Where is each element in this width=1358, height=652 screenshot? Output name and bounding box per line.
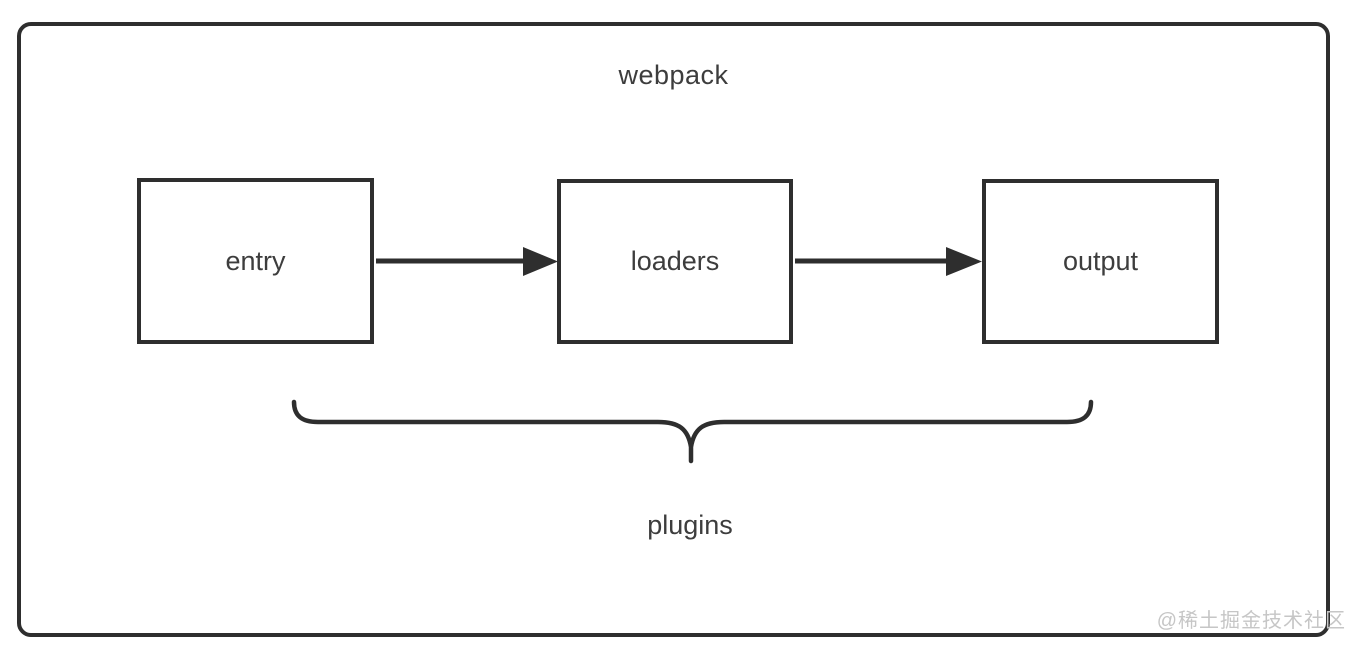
node-loaders: loaders bbox=[557, 179, 793, 344]
webpack-container-box bbox=[17, 22, 1330, 637]
plugins-label: plugins bbox=[647, 510, 733, 540]
node-output: output bbox=[982, 179, 1219, 344]
node-entry: entry bbox=[137, 178, 374, 344]
diagram-title: webpack bbox=[618, 60, 729, 90]
node-loaders-label: loaders bbox=[630, 246, 720, 276]
node-output-label: output bbox=[1062, 246, 1139, 276]
watermark: @稀土掘金技术社区 bbox=[1156, 610, 1346, 632]
node-entry-label: entry bbox=[225, 245, 286, 276]
